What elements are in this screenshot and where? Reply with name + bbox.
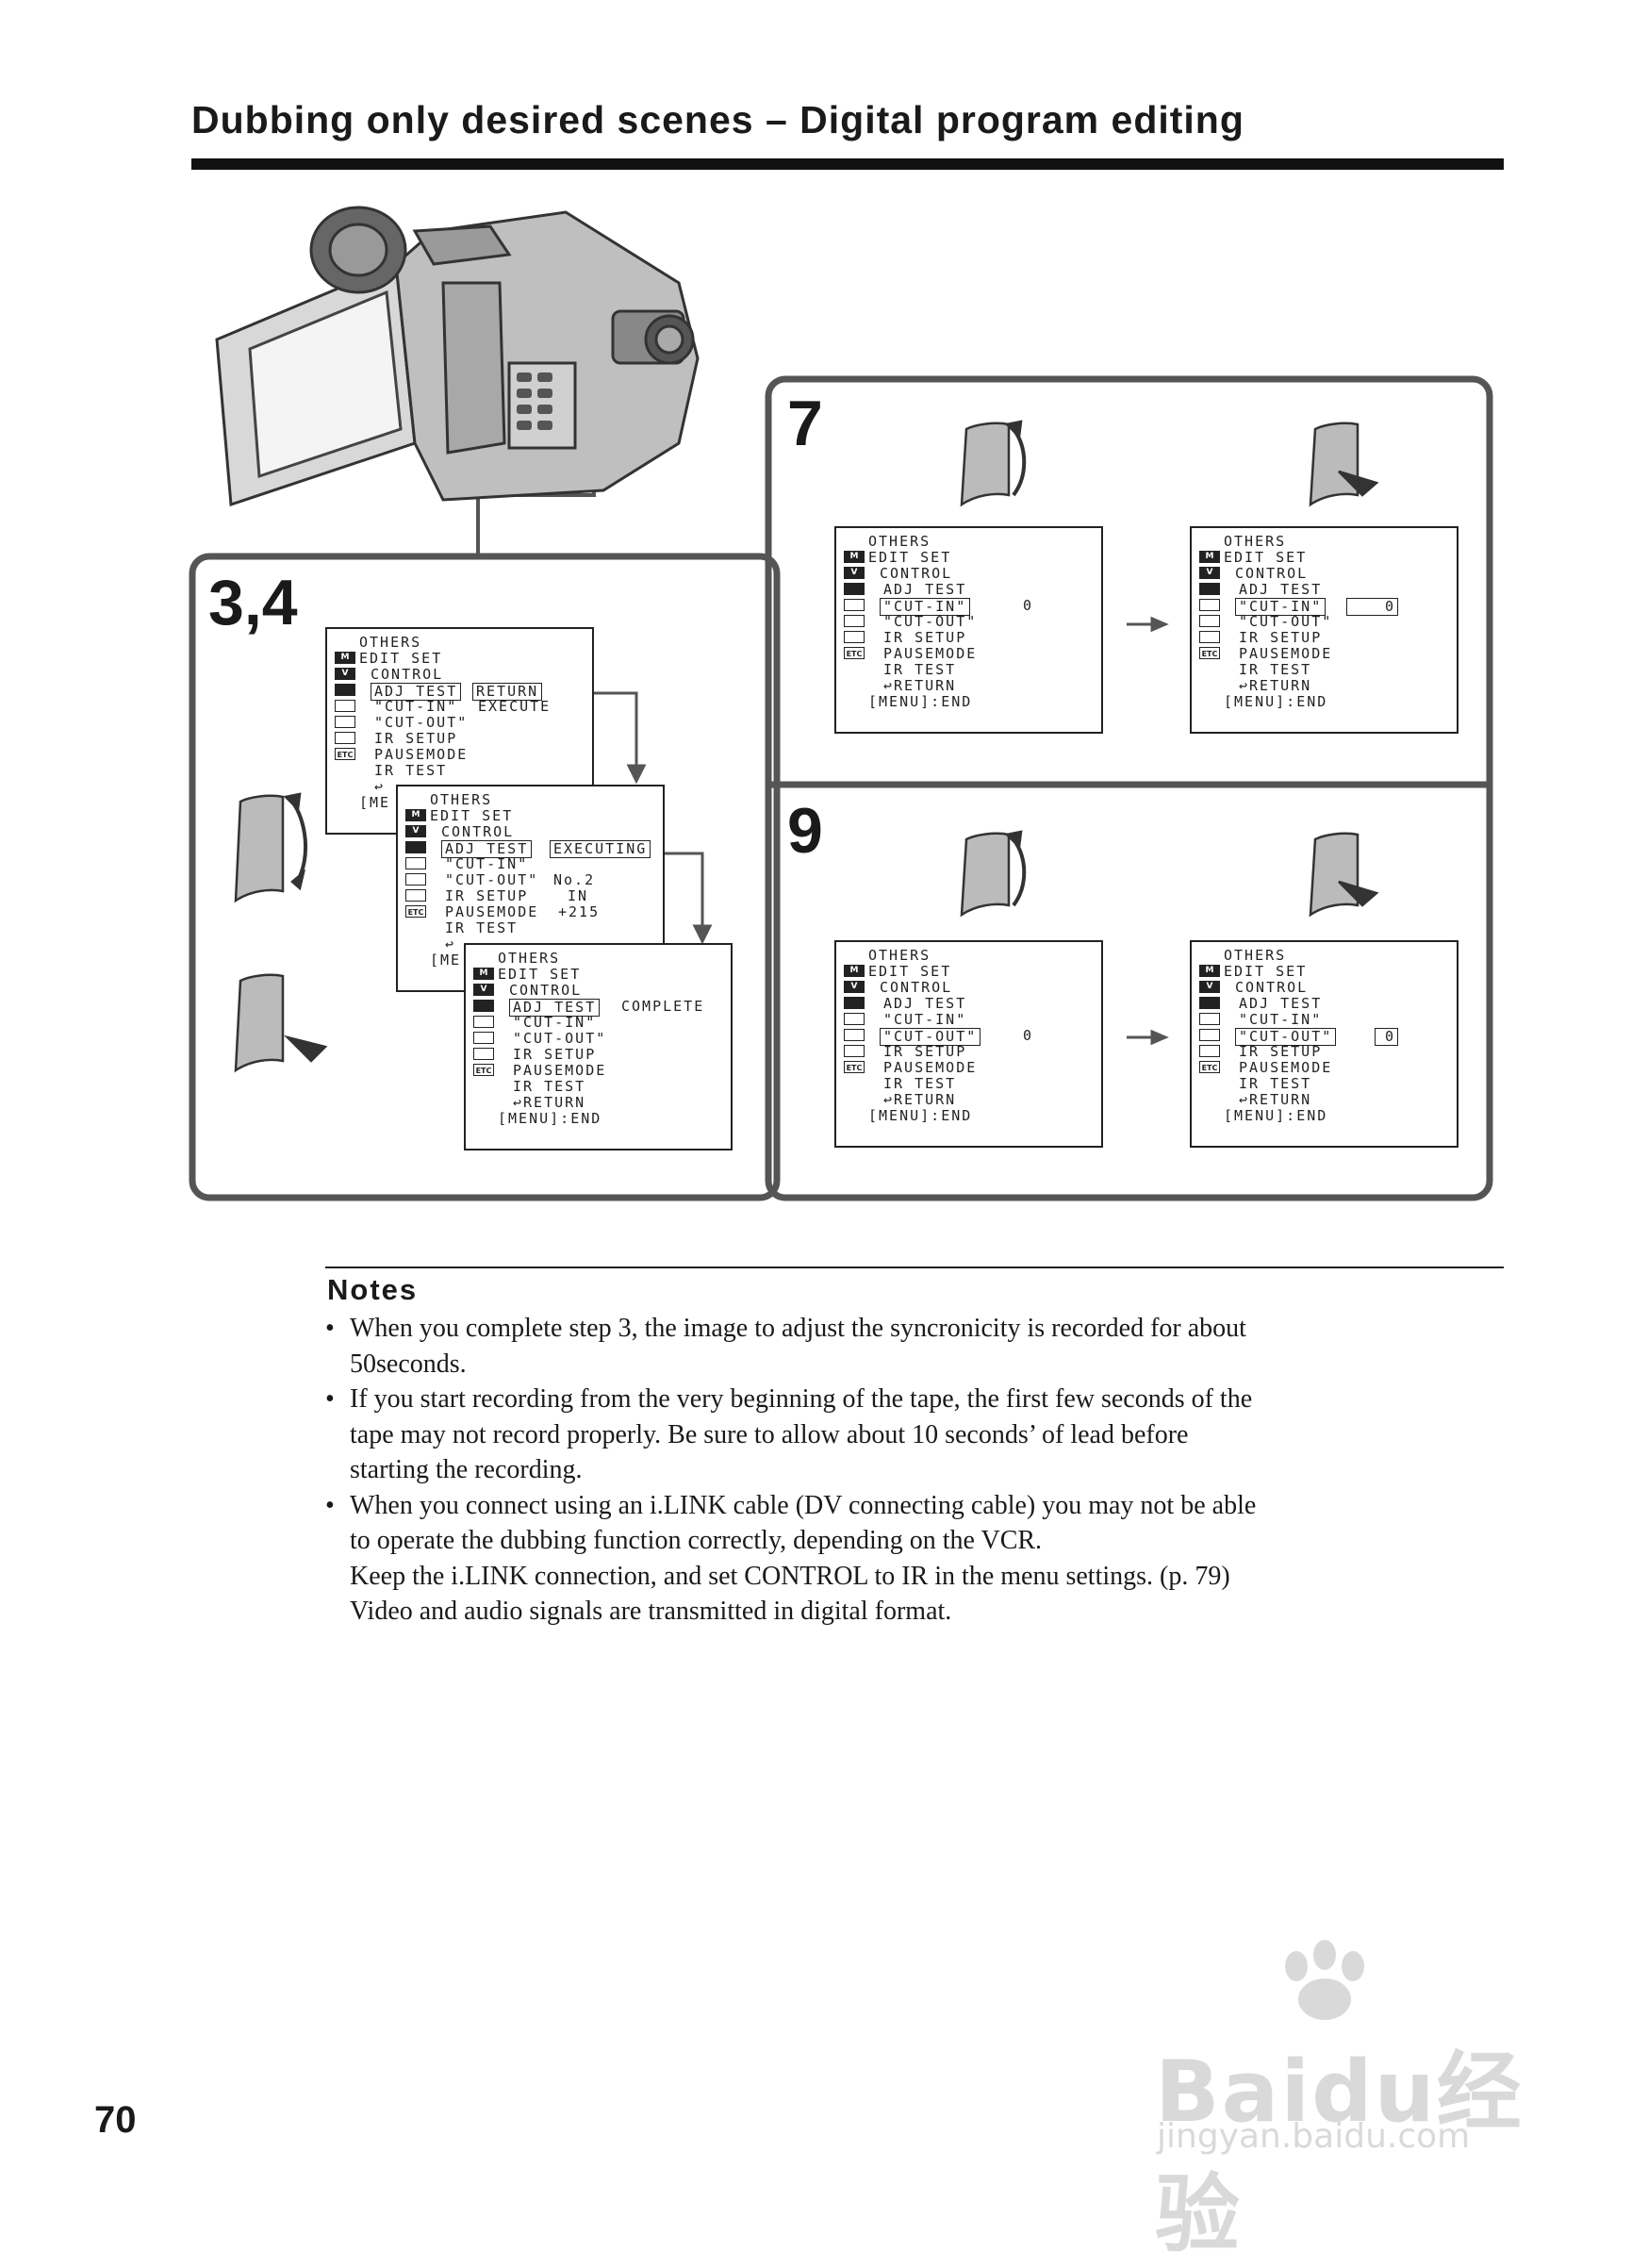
page-number: 70 bbox=[94, 2099, 137, 2141]
notes-heading: Notes bbox=[327, 1273, 419, 1306]
jog-dial-rotate-icon bbox=[234, 792, 308, 903]
panel-step-3-4 bbox=[189, 553, 781, 1201]
panel-step-7-9 bbox=[765, 375, 1493, 1201]
watermark-url: jingyan.baidu.com bbox=[1157, 2117, 1471, 2156]
jog-dial-press-icon bbox=[1309, 422, 1379, 507]
notes-list: • When you complete step 3, the image to… bbox=[325, 1311, 1457, 1630]
title-rule bbox=[191, 158, 1504, 170]
jog-dial-press-icon bbox=[234, 973, 328, 1073]
camcorder-illustration bbox=[215, 206, 700, 507]
figure-drawing bbox=[189, 206, 1493, 1201]
step-label-3-4: 3,4 bbox=[208, 567, 298, 638]
note-item: • If you start recording from the very b… bbox=[325, 1384, 1253, 1484]
jog-dial-press-icon bbox=[1309, 832, 1379, 918]
page-title: Dubbing only desired scenes – Digital pr… bbox=[191, 98, 1244, 141]
baidu-watermark: Baidu经验 jingyan.baidu.com bbox=[1136, 1938, 1541, 2264]
step-label-7: 7 bbox=[787, 388, 823, 459]
flow-connectors bbox=[585, 691, 713, 945]
note-item: • When you complete step 3, the image to… bbox=[325, 1314, 1246, 1379]
watermark-brand: Baidu经验 bbox=[1155, 2043, 1524, 2264]
note-item: • When you connect using an i.LINK cable… bbox=[325, 1490, 1257, 1627]
jog-dial-rotate-icon bbox=[960, 420, 1027, 507]
paw-logo-icon bbox=[1285, 1940, 1364, 2020]
jog-dial-rotate-icon bbox=[960, 830, 1027, 918]
next-screen-arrow bbox=[1127, 616, 1169, 1046]
step-label-9: 9 bbox=[787, 795, 823, 867]
notes-divider bbox=[325, 1266, 1504, 1268]
